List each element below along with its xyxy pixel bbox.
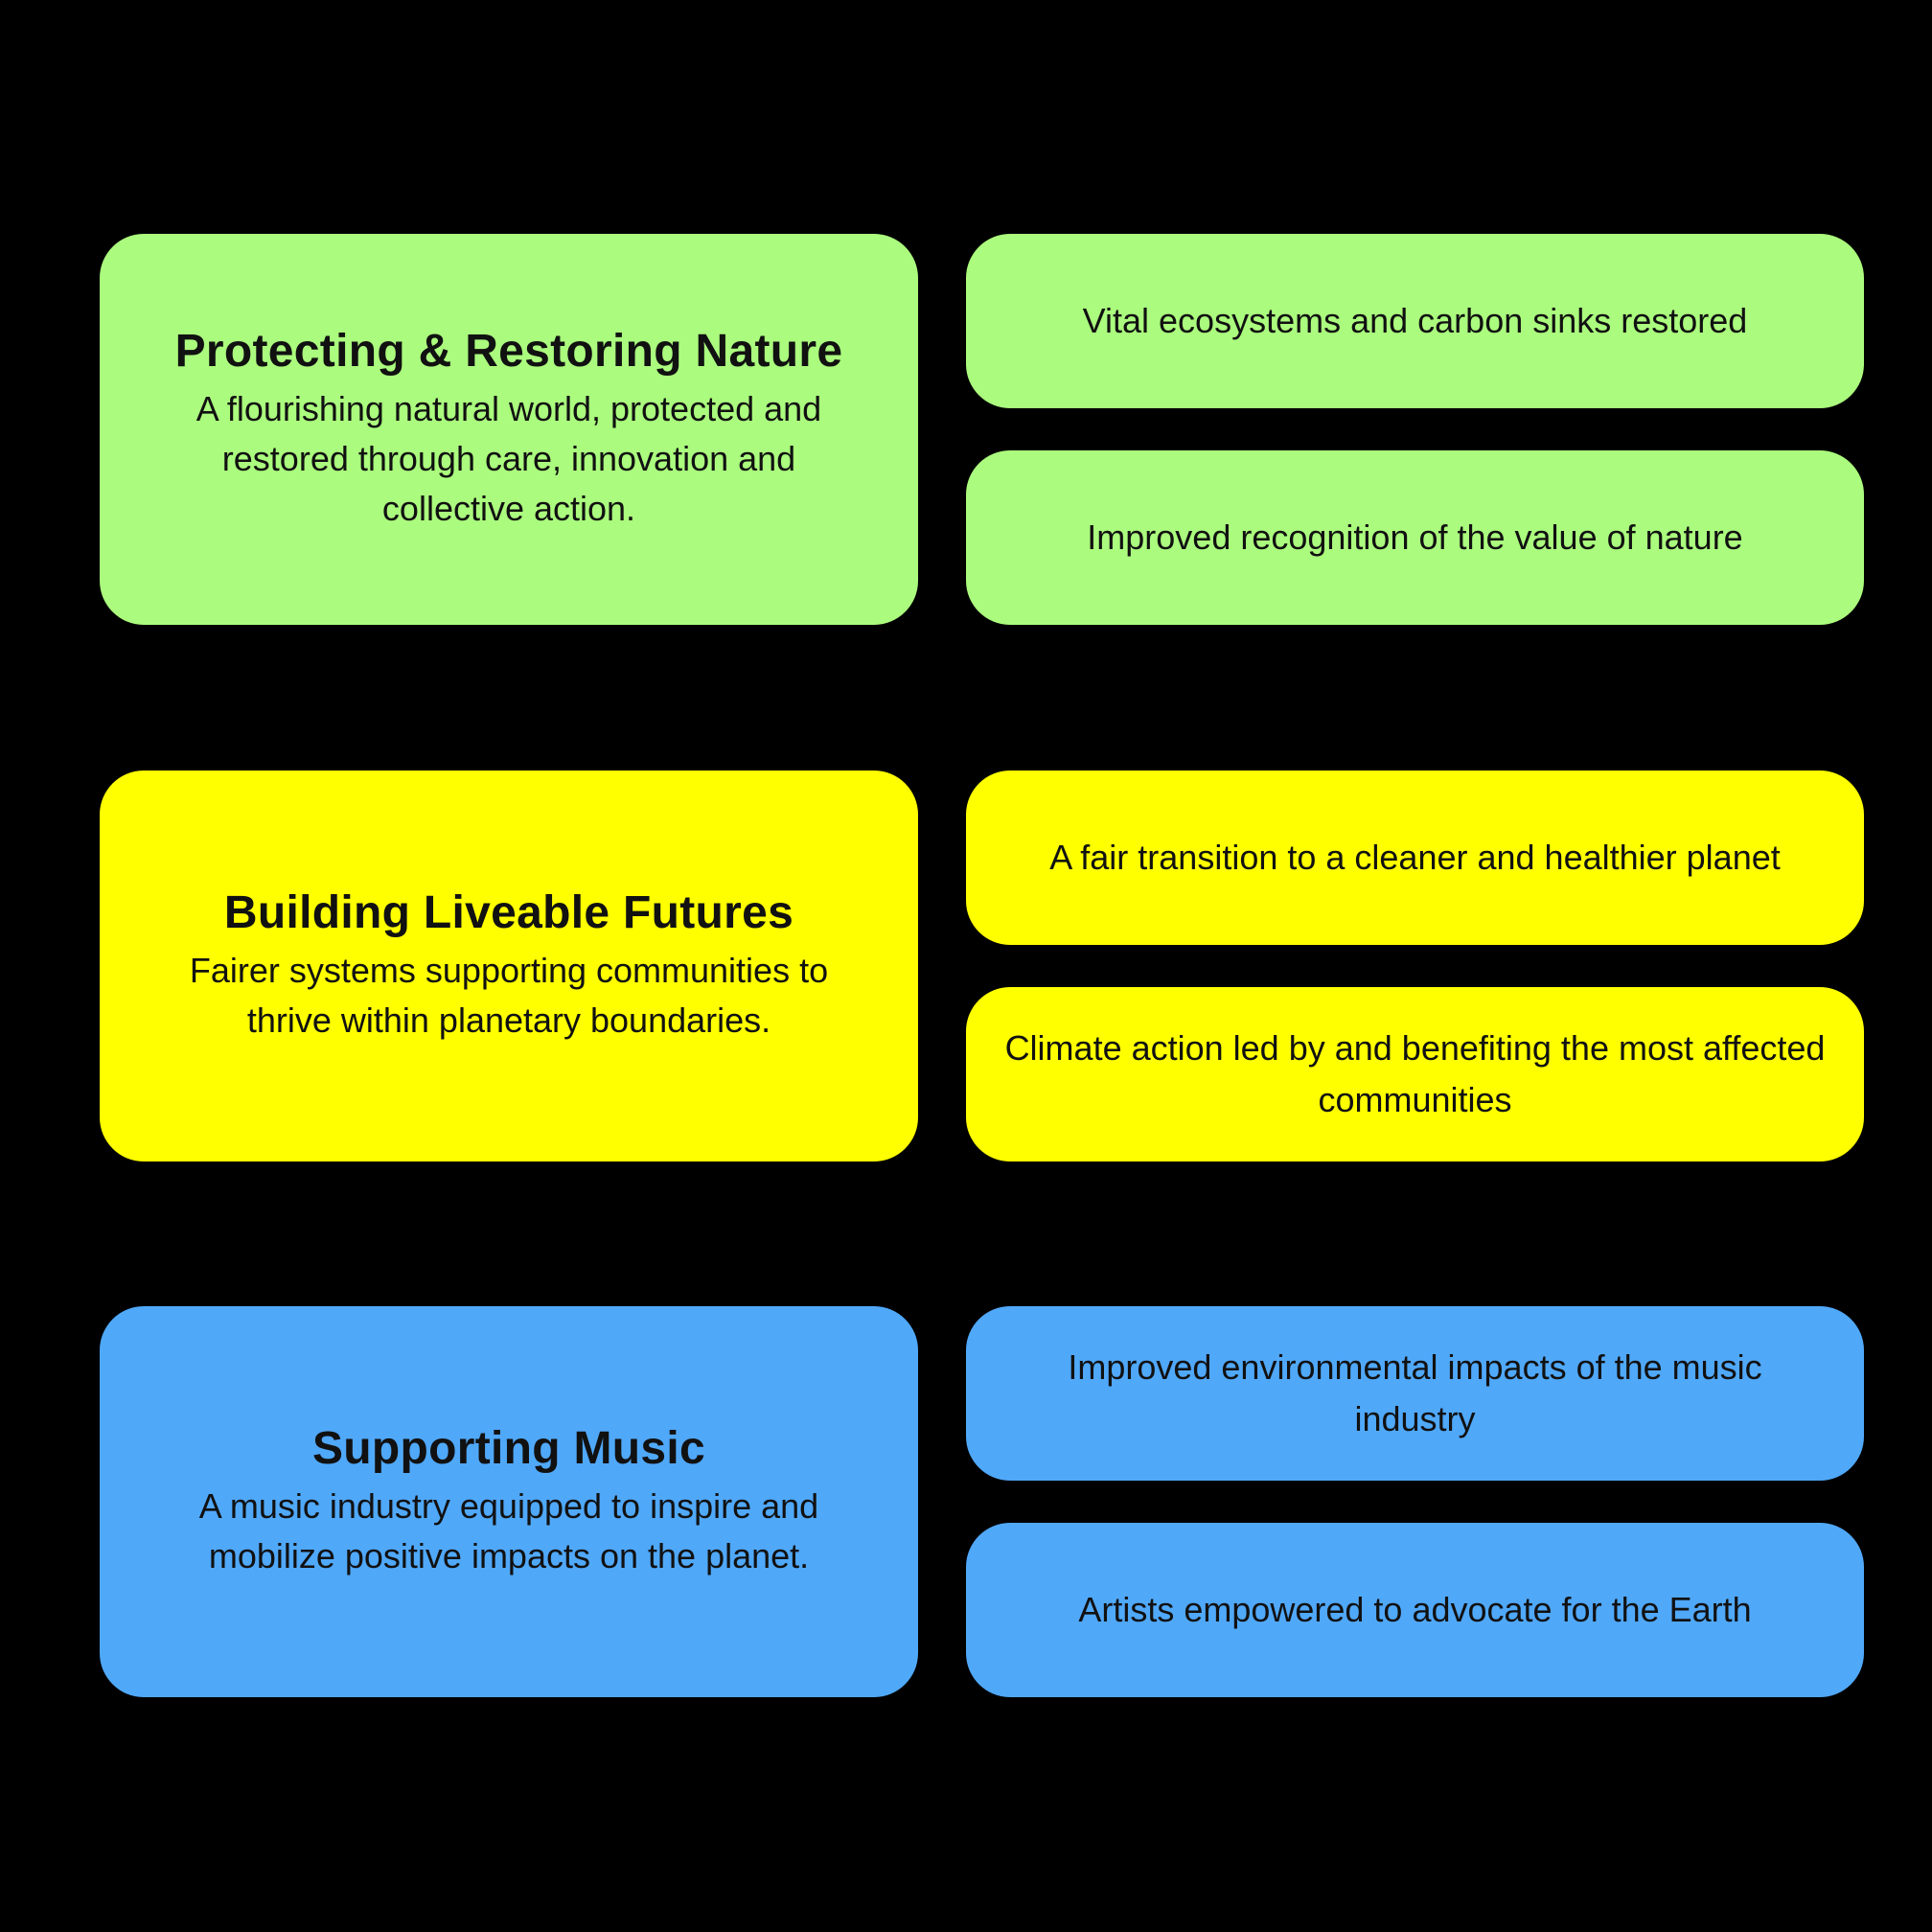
- music-pillar-box: Supporting Music A music industry equipp…: [100, 1306, 918, 1697]
- futures-outcome-fair-transition: A fair transition to a cleaner and healt…: [966, 770, 1864, 945]
- outcome-text: A fair transition to a cleaner and healt…: [1049, 838, 1781, 877]
- outcome-text: Improved recognition of the value of nat…: [1087, 518, 1743, 557]
- nature-outcome-recognition: Improved recognition of the value of nat…: [966, 450, 1864, 625]
- nature-outcome-ecosystems: Vital ecosystems and carbon sinks restor…: [966, 234, 1864, 408]
- outcome-text: Climate action led by and benefiting the…: [1004, 1028, 1826, 1119]
- music-pillar-title: Supporting Music: [311, 1423, 706, 1474]
- outcome-text: Improved environmental impacts of the mu…: [1068, 1347, 1762, 1438]
- futures-pillar-box: Building Liveable Futures Fairer systems…: [100, 770, 918, 1162]
- outcome-text: Artists empowered to advocate for the Ea…: [1078, 1590, 1752, 1629]
- futures-pillar-description: Fairer systems supporting communities to…: [189, 951, 829, 1040]
- futures-outcome-climate-action: Climate action led by and benefiting the…: [966, 987, 1864, 1162]
- nature-pillar-description: A flourishing natural world, protected a…: [196, 389, 822, 528]
- nature-pillar-title: Protecting & Restoring Nature: [174, 326, 843, 377]
- futures-pillar-title: Building Liveable Futures: [223, 887, 794, 938]
- nature-pillar-box: Protecting & Restoring Nature A flourish…: [100, 234, 918, 625]
- music-pillar-description: A music industry equipped to inspire and…: [198, 1486, 819, 1576]
- outcome-text: Vital ecosystems and carbon sinks restor…: [1082, 301, 1748, 340]
- music-outcome-artists-advocate: Artists empowered to advocate for the Ea…: [966, 1523, 1864, 1697]
- music-outcome-environmental-impacts: Improved environmental impacts of the mu…: [966, 1306, 1864, 1481]
